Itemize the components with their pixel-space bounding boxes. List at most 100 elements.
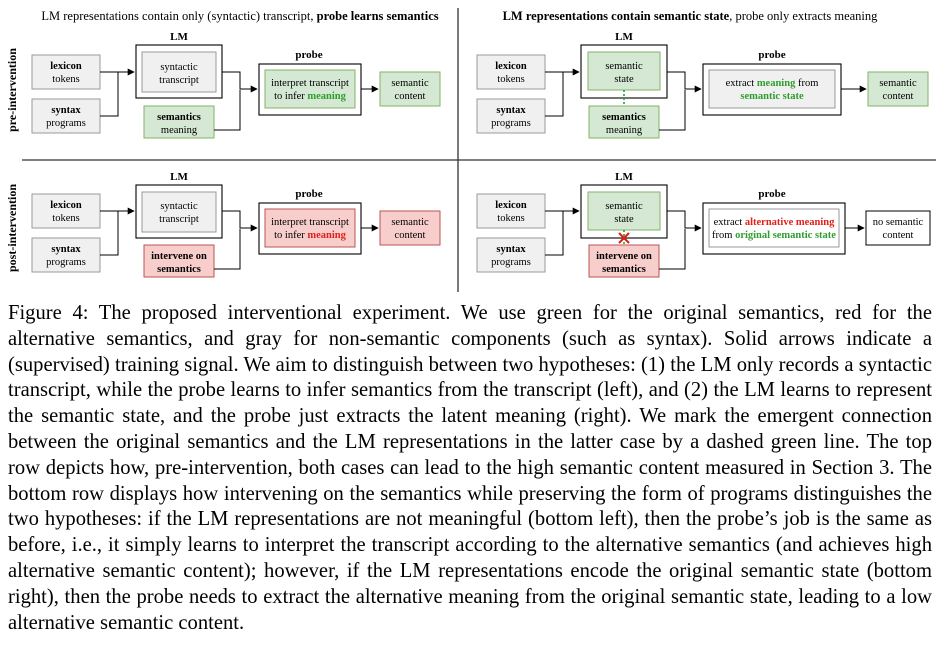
svg-text:extract alternative meaning: extract alternative meaning [714, 217, 835, 228]
svg-text:intervene on: intervene on [596, 251, 652, 262]
no-semantic-content-box [865, 210, 931, 246]
svg-text:lexicon: lexicon [495, 61, 527, 72]
syntax-box [31, 237, 101, 273]
syntax-box [476, 98, 546, 134]
svg-text:lexicon: lexicon [495, 200, 527, 211]
arrow-syntax-to-lm [545, 211, 564, 256]
svg-text:syntax: syntax [496, 105, 526, 116]
top-right-quadrant: LM semantic state lexicon tokens syntax … [476, 31, 929, 139]
svg-text:extract meaning from: extract meaning from [726, 78, 819, 89]
arrow-lm-to-probe [222, 71, 258, 93]
arrow-lm-to-probe [667, 71, 702, 93]
svg-text:tokens: tokens [52, 74, 79, 85]
semantics-meaning-box [143, 105, 215, 139]
lexicon-box [31, 193, 101, 229]
svg-text:interpret transcript: interpret transcript [271, 217, 349, 228]
figure-caption: Figure 4: The proposed interventional ex… [8, 302, 932, 634]
arrow-lm-to-probe [222, 210, 258, 232]
lexicon-box [476, 54, 546, 90]
svg-text:intervene on: intervene on [151, 251, 207, 262]
svg-text:lexicon: lexicon [50, 200, 82, 211]
probe-interpret-box [264, 69, 356, 109]
svg-text:programs: programs [46, 118, 86, 129]
svg-text:lexicon: lexicon [50, 61, 82, 72]
top-left-quadrant: LM syntactic transcript lexicon tokens s… [31, 31, 441, 139]
svg-text:content: content [395, 91, 426, 102]
svg-text:semantics: semantics [602, 112, 646, 123]
row-label-pre-intervention: pre-intervention [5, 48, 19, 132]
arrow-semantics-to-probe [214, 90, 241, 131]
arrow-syntax-to-lm [100, 72, 119, 117]
probe-interpret-box [264, 208, 356, 248]
right-panel-header: LM representations contain semantic stat… [503, 9, 879, 23]
svg-text:content: content [883, 91, 914, 102]
svg-text:semantics: semantics [157, 264, 201, 275]
probe-label: probe [758, 188, 785, 200]
lm-label: LM [615, 31, 633, 43]
svg-text:programs: programs [491, 257, 531, 268]
arrow-syntax-to-lm [100, 211, 119, 256]
svg-text:transcript: transcript [159, 75, 199, 86]
arrow-semantics-to-probe [659, 90, 686, 131]
semantics-meaning-box [588, 105, 660, 139]
syntax-box [476, 237, 546, 273]
svg-text:meaning: meaning [606, 125, 643, 136]
arrow-syntax-to-lm [545, 72, 564, 117]
svg-text:programs: programs [491, 118, 531, 129]
svg-text:content: content [883, 230, 914, 241]
semantic-content-box [867, 71, 929, 107]
arrow-lm-to-probe [667, 210, 702, 232]
bottom-right-quadrant: LM semantic state lexicon tokens syntax … [476, 171, 931, 278]
svg-text:content: content [395, 230, 426, 241]
lm-label: LM [615, 171, 633, 183]
svg-text:state: state [614, 214, 634, 225]
probe-label: probe [295, 49, 322, 61]
figure-diagram: LM representations contain only (syntact… [5, 8, 936, 292]
svg-text:semantic state: semantic state [740, 91, 804, 102]
svg-text:tokens: tokens [52, 213, 79, 224]
svg-text:to infer meaning: to infer meaning [274, 91, 347, 102]
svg-text:syntactic: syntactic [160, 201, 198, 212]
probe-extract-box [708, 69, 836, 109]
svg-text:syntactic: syntactic [160, 62, 198, 73]
svg-text:meaning: meaning [161, 125, 198, 136]
svg-text:tokens: tokens [497, 74, 524, 85]
svg-text:from original semantic state: from original semantic state [712, 230, 836, 241]
svg-text:state: state [614, 74, 634, 85]
lexicon-box [476, 193, 546, 229]
semantic-content-box [379, 71, 441, 107]
svg-text:semantic: semantic [605, 61, 643, 72]
svg-text:programs: programs [46, 257, 86, 268]
intervene-box [143, 244, 215, 278]
bottom-left-quadrant: LM syntactic transcript lexicon tokens s… [31, 171, 441, 278]
arrow-intervene-to-probe [659, 229, 686, 270]
svg-text:syntax: syntax [496, 244, 526, 255]
svg-text:semantic: semantic [391, 78, 429, 89]
syntactic-transcript-box [141, 191, 217, 233]
svg-text:semantic: semantic [391, 217, 429, 228]
probe-extract-box [708, 208, 840, 248]
syntactic-transcript-box [141, 51, 217, 93]
red-x-icon [618, 232, 630, 244]
probe-label: probe [295, 188, 322, 200]
lm-label: LM [170, 31, 188, 43]
lm-label: LM [170, 171, 188, 183]
left-panel-header: LM representations contain only (syntact… [41, 9, 438, 23]
svg-text:semantics: semantics [157, 112, 201, 123]
svg-text:to infer meaning: to infer meaning [274, 230, 347, 241]
svg-text:semantics: semantics [602, 264, 646, 275]
intervene-box [588, 244, 660, 278]
row-label-post-intervention: post-intervention [5, 184, 19, 272]
svg-text:tokens: tokens [497, 213, 524, 224]
semantic-state-box [587, 51, 661, 91]
semantic-state-box [587, 191, 661, 231]
syntax-box [31, 98, 101, 134]
semantic-content-box [379, 210, 441, 246]
arrow-intervene-to-probe [214, 229, 241, 270]
svg-text:interpret transcript: interpret transcript [271, 78, 349, 89]
svg-text:semantic: semantic [605, 201, 643, 212]
svg-text:syntax: syntax [51, 244, 81, 255]
probe-label: probe [758, 49, 785, 61]
svg-text:semantic: semantic [879, 78, 917, 89]
svg-text:syntax: syntax [51, 105, 81, 116]
